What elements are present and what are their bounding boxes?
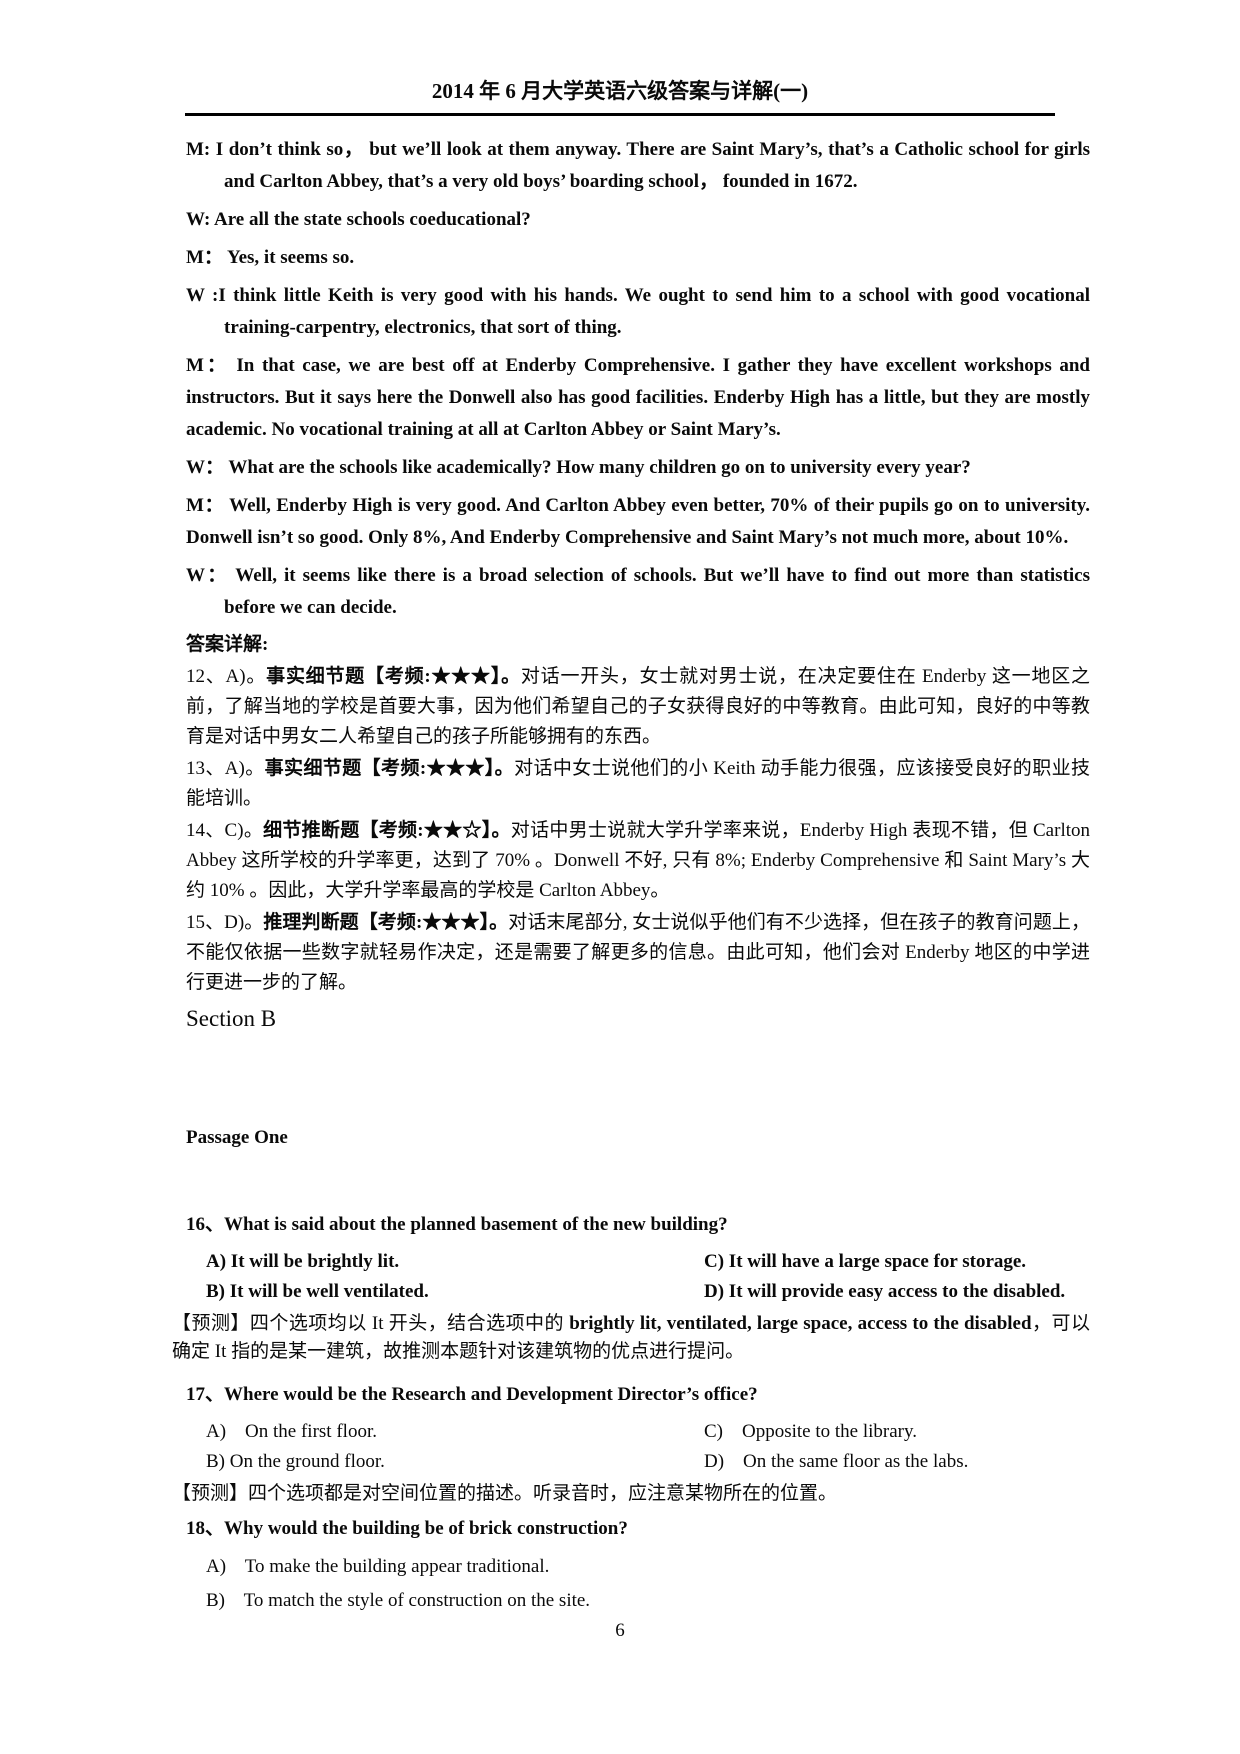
answer-type-label: 事实细节题【考频:★★★】。	[264, 758, 515, 779]
prediction-text: ，可以确定 It 指的是某一建筑，故推测本题针对该建筑物的优点进行提问。	[172, 1313, 1090, 1362]
question-18-options: A) To make the building appear tradition…	[186, 1552, 1090, 1616]
option-c: C) It will have a large space for storag…	[704, 1251, 1027, 1272]
section-b-heading: Section B	[186, 1006, 277, 1031]
answer-number: 15、D)。	[186, 912, 264, 933]
answer-body: 对话末尾部分, 女士说似乎他们有不少选择，但在孩子的教育问题上，不能仅依据一些数…	[186, 912, 1090, 993]
answer-body: 对话中男士说就大学升学率来说，Enderby High 表现不错，但 Carlt…	[186, 820, 1091, 901]
page-header: 2014 年 6 月大学英语六级答案与详解(一)	[0, 0, 1240, 104]
answer-item-13: 13、A)。事实细节题【考频:★★★】。对话中女士说他们的小 Keith 动手能…	[186, 754, 1090, 814]
option-a: A) To make the building appear tradition…	[206, 1556, 550, 1577]
question-17-options: A) On the first floor. C) Opposite to th…	[186, 1417, 1090, 1477]
answer-number: 12、A)。	[186, 666, 267, 687]
option-b: B) To match the style of construction on…	[206, 1590, 591, 1611]
answer-body: 对话一开头，女士就对男士说，在决定要住在 Enderby 这一地区之前，了解当地…	[186, 666, 1091, 747]
dialogue-line: W :I think little Keith is very good wit…	[186, 285, 1090, 338]
question-16-block: 16、What is said about the planned baseme…	[172, 1210, 1090, 1366]
question-17-text: 17、Where would be the Research and Devel…	[186, 1384, 758, 1405]
header-rule	[185, 113, 1055, 116]
question-16-text: 16、What is said about the planned baseme…	[186, 1214, 728, 1235]
option-a: A) It will be brightly lit.	[206, 1251, 400, 1272]
header-title: 2014 年 6 月大学英语六级答案与详解(一)	[431, 79, 809, 103]
prediction-text: 【预测】四个选项都是对空间位置的描述。听录音时，应注意某物所在的位置。	[172, 1483, 838, 1504]
answer-type-label: 细节推断题【考频:★★☆】。	[263, 820, 511, 841]
answer-item-12: 12、A)。事实细节题【考频:★★★】。对话一开头，女士就对男士说，在决定要住在…	[186, 662, 1090, 752]
page-number: 6	[615, 1620, 625, 1641]
option-b: B) On the ground floor.	[206, 1451, 385, 1472]
prediction-text: 【预测】四个选项均以 It 开头，结合选项中的	[172, 1313, 570, 1334]
passage-one-heading: Passage One	[186, 1127, 288, 1148]
dialogue-line: W： What are the schools like academicall…	[186, 457, 971, 478]
dialogue-line: M： Well, Enderby High is very good. And …	[186, 495, 1090, 548]
question-16-prediction: 【预测】四个选项均以 It 开头，结合选项中的 brightly lit, ve…	[172, 1310, 1090, 1366]
dialogue-line: W： Well, it seems like there is a broad …	[186, 565, 1090, 618]
dialogue-line: W: Are all the state schools coeducation…	[186, 209, 531, 230]
option-d: D) On the same floor as the labs.	[704, 1451, 969, 1472]
question-17-prediction: 【预测】四个选项都是对空间位置的描述。听录音时，应注意某物所在的位置。	[172, 1480, 1090, 1508]
answer-explanations: 答案详解: 12、A)。事实细节题【考频:★★★】。对话一开头，女士就对男士说，…	[186, 630, 1090, 998]
answer-body: 对话中女士说他们的小 Keith 动手能力很强，应该接受良好的职业技能培训。	[186, 758, 1091, 809]
option-c: C) Opposite to the library.	[704, 1421, 918, 1442]
dialogue-line: M： In that case, we are best off at Ende…	[186, 355, 1090, 440]
option-d: D) It will provide easy access to the di…	[704, 1281, 1066, 1302]
dialogue-line: M： Yes, it seems so.	[186, 247, 355, 268]
answer-type-label: 事实细节题【考频:★★★】。	[266, 666, 521, 687]
answer-item-15: 15、D)。推理判断题【考频:★★★】。对话末尾部分, 女士说似乎他们有不少选择…	[186, 908, 1090, 998]
answer-number: 14、C)。	[186, 820, 264, 841]
answer-number: 13、A)。	[186, 758, 265, 779]
option-b: B) It will be well ventilated.	[206, 1281, 429, 1302]
dialogue-section: M: I don’t think so， but we’ll look at t…	[186, 134, 1090, 624]
option-a: A) On the first floor.	[206, 1421, 377, 1442]
question-16-options: A) It will be brightly lit. C) It will h…	[186, 1247, 1090, 1307]
prediction-keywords: brightly lit, ventilated, large space, a…	[569, 1313, 1032, 1334]
page-content: M: I don’t think so， but we’ll look at t…	[0, 104, 1240, 1616]
dialogue-line: M: I don’t think so， but we’ll look at t…	[186, 139, 1090, 192]
answer-type-label: 推理判断题【考频:★★★】。	[263, 912, 509, 933]
question-17-block: 17、Where would be the Research and Devel…	[172, 1380, 1090, 1508]
answer-item-14: 14、C)。细节推断题【考频:★★☆】。对话中男士说就大学升学率来说，Ender…	[186, 816, 1090, 906]
question-18-block: 18、Why would the building be of brick co…	[186, 1514, 1090, 1616]
question-18-text: 18、Why would the building be of brick co…	[186, 1518, 628, 1539]
answers-heading: 答案详解:	[186, 634, 269, 655]
